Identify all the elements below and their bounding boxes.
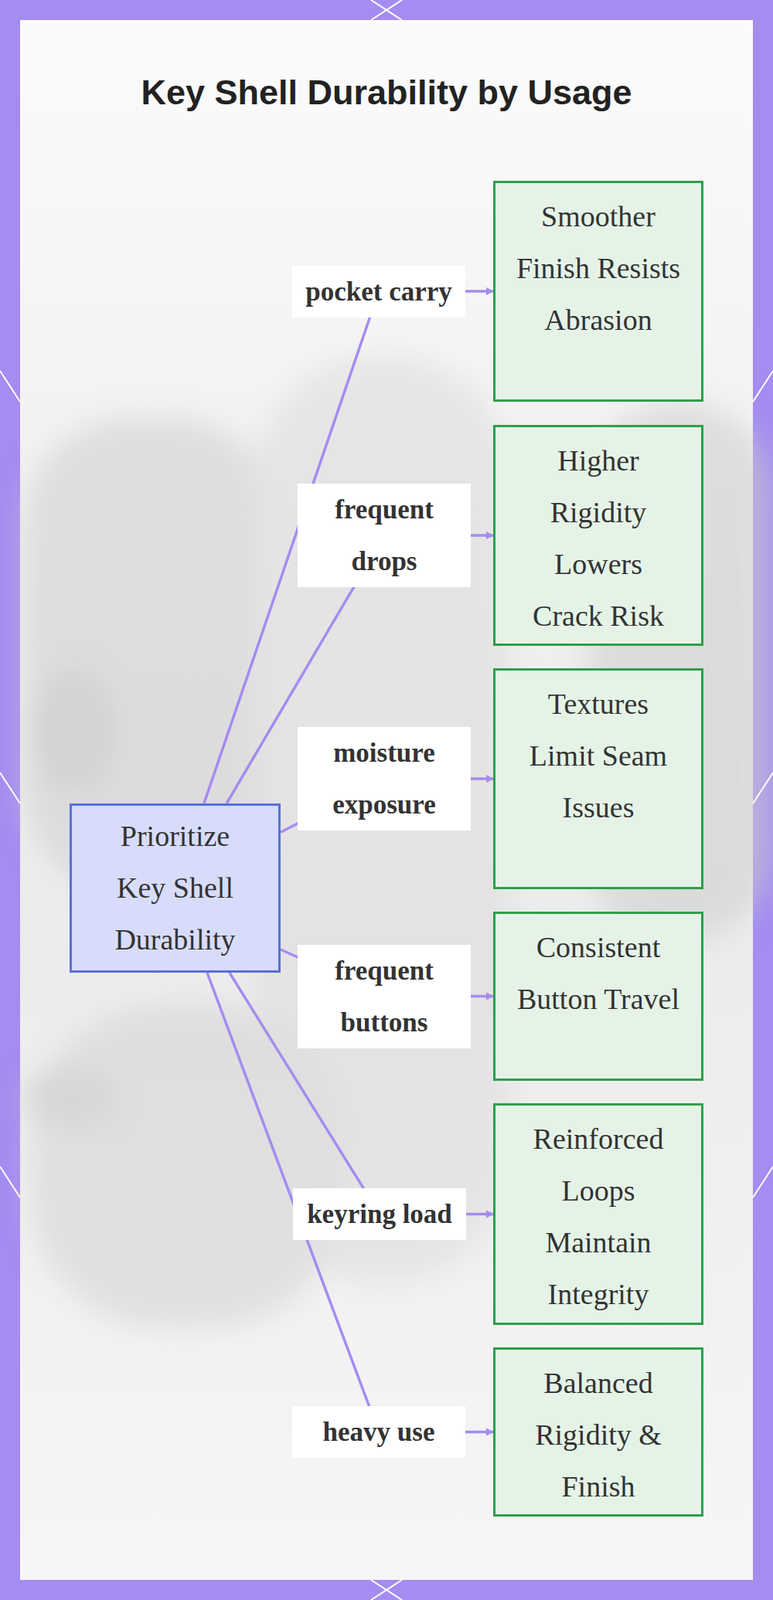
outcome-box: Smoother Finish Resists Abrasion: [493, 180, 704, 402]
box-text: Textures Limit Seam Issues: [515, 678, 682, 835]
box-text: Smoother Finish Resists Abrasion: [515, 190, 682, 347]
outcome-box: Textures Limit Seam Issues: [493, 668, 704, 890]
root-box: Prioritize Key Shell Durability: [69, 803, 281, 974]
blurred-photo: [23, 355, 773, 1330]
edge-label: frequent drops: [297, 483, 471, 588]
box-text: Higher Rigidity Lowers Crack Risk: [515, 435, 682, 643]
edge-label: keyring load: [292, 1188, 467, 1241]
edge-label: frequent buttons: [297, 945, 471, 1049]
outcome-box: Reinforced Loops Maintain Integrity: [493, 1103, 704, 1326]
box-text: Reinforced Loops Maintain Integrity: [515, 1113, 682, 1322]
box-text: Consistent Button Travel: [515, 922, 682, 1026]
diagram-title: Key Shell Durability by Usage: [0, 68, 773, 118]
outcome-box: Consistent Button Travel: [493, 912, 704, 1082]
box-text: Balanced Rigidity & Finish: [515, 1358, 682, 1514]
edge-label: pocket carry: [292, 265, 466, 318]
outcome-box: Balanced Rigidity & Finish: [493, 1348, 704, 1518]
edge-label: moisture exposure: [297, 727, 471, 831]
edge-label: heavy use: [292, 1406, 466, 1459]
outcome-box: Higher Rigidity Lowers Crack Risk: [493, 425, 704, 647]
box-text: Prioritize Key Shell Durability: [103, 810, 247, 967]
